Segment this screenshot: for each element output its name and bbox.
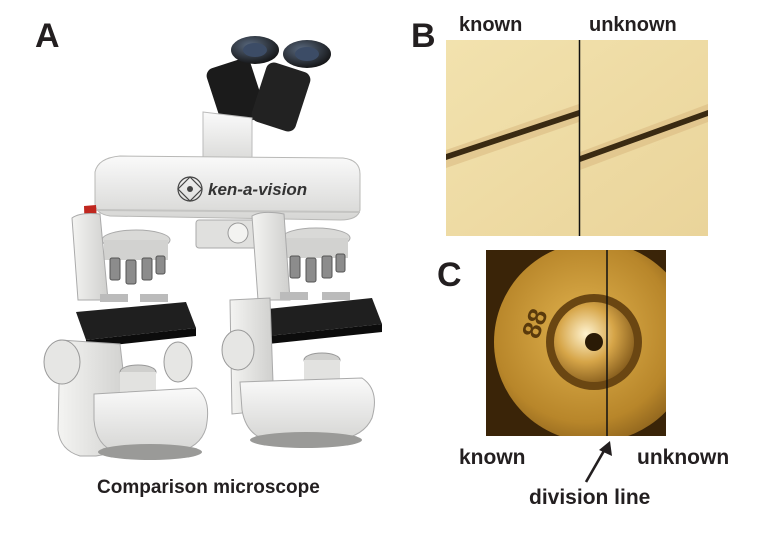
- panel-b-letter: B: [411, 17, 436, 55]
- right-stage: [258, 298, 382, 344]
- cartridge-comparison-image: 88: [486, 250, 666, 436]
- panel-c-letter: C: [437, 256, 462, 294]
- left-stage: [76, 302, 196, 348]
- division-line-arrow-icon: [584, 441, 612, 483]
- brand-text: ken-a-vision: [208, 180, 307, 199]
- cartridge-unknown-label: unknown: [637, 446, 730, 469]
- microscope-caption: Comparison microscope: [97, 477, 320, 498]
- division-line-label: division line: [529, 486, 651, 509]
- brand-logo-icon: [177, 176, 203, 202]
- hair-comparison-image: [446, 40, 708, 236]
- hair-unknown-label: unknown: [589, 14, 677, 36]
- cartridge-known-label: known: [459, 446, 526, 469]
- panel-a-letter: A: [35, 17, 60, 55]
- hair-known-label: known: [459, 14, 523, 36]
- eyepieces: [206, 36, 331, 132]
